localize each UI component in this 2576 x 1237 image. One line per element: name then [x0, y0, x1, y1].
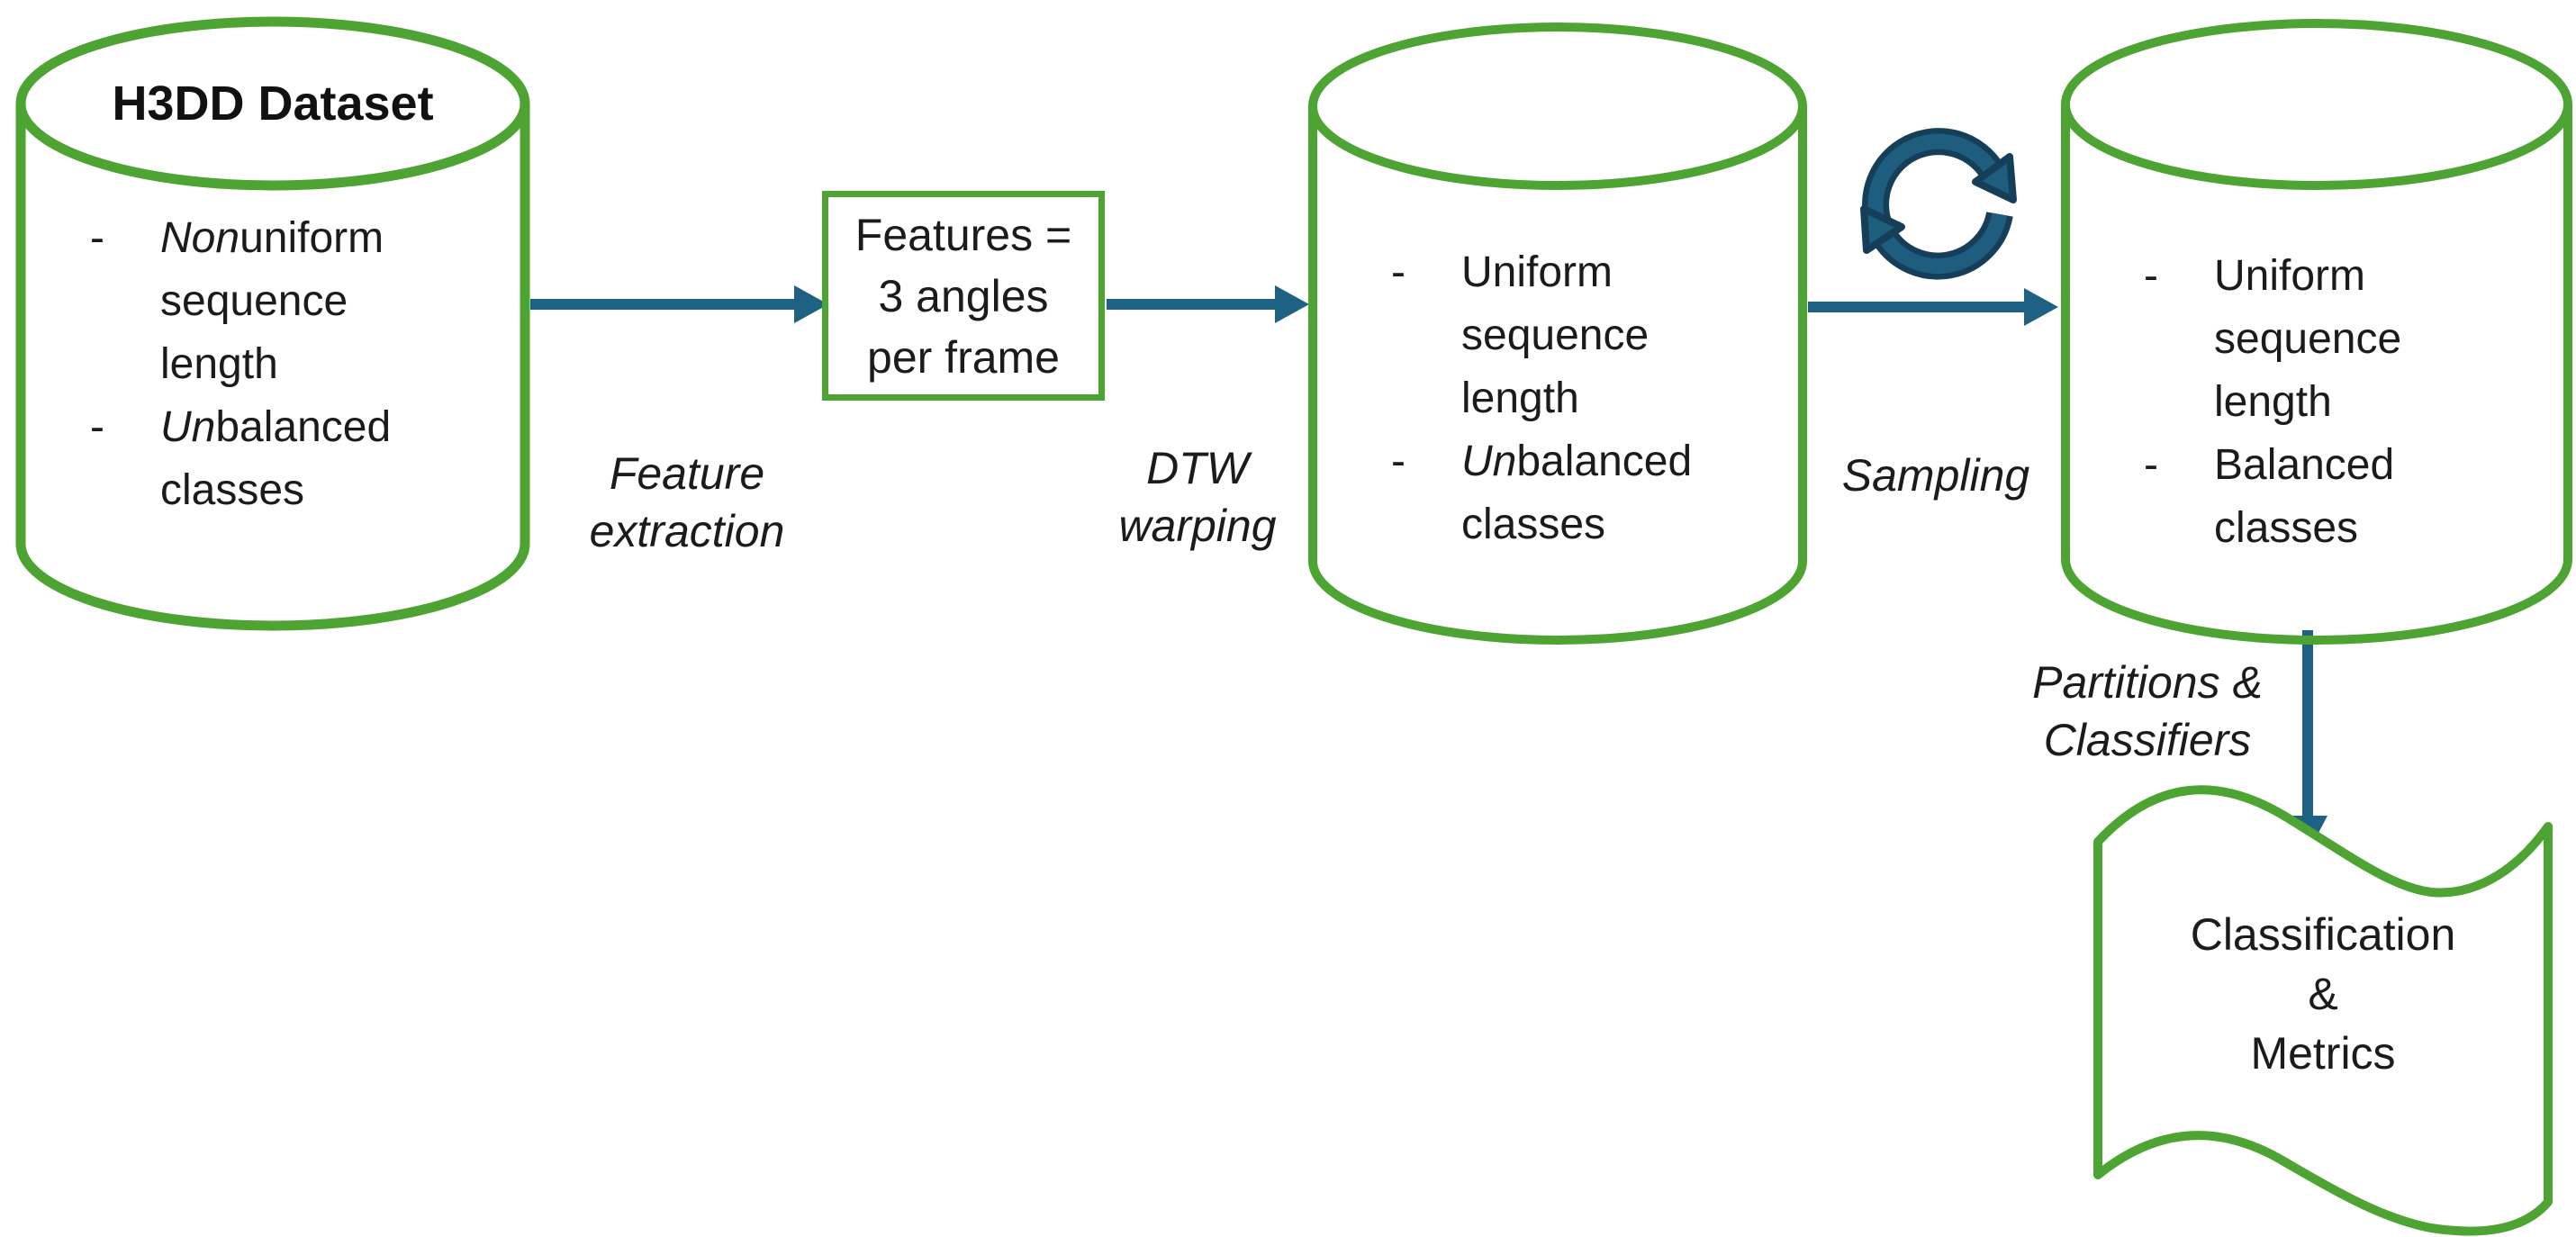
dtw-output-cylinder-shape: [1308, 23, 1807, 645]
wave-shape: [2093, 785, 2553, 1236]
bullet-text: Uniform sequence length: [2214, 252, 2402, 426]
bullet-text: Balanced classes: [2214, 441, 2395, 552]
arrow-sampling: [1808, 288, 2058, 326]
bullet-dash: -: [1391, 248, 1406, 296]
bullet-dash: -: [2144, 252, 2158, 300]
bullet-text: Unbalanced classes: [160, 403, 392, 514]
sampling-label: Sampling: [1841, 450, 2030, 501]
bullet-text: Uniform sequence length: [1461, 248, 1650, 422]
arrow-feature-extraction: [530, 285, 828, 323]
dtw-output-bullet-list: - Uniform sequence length - Unbalanced c…: [1391, 241, 1742, 556]
dataset-cylinder: H3DD Dataset - Nonuniform sequence lengt…: [14, 11, 531, 634]
classification-metrics-text: Classification & Metrics: [2190, 909, 2456, 1079]
dataset-cylinder-shape: [15, 16, 530, 631]
dataset-bullet-list: - Nonuniform sequence length - Unbalance…: [90, 207, 441, 522]
bullet-text: Unbalanced classes: [1461, 438, 1693, 548]
list-item: - Uniform sequence length: [2144, 245, 2495, 434]
bullet-dash: -: [2144, 441, 2158, 489]
feature-extraction-label: Feature extraction: [589, 448, 785, 556]
sampled-output-cylinder: - Uniform sequence length - Balanced cla…: [2060, 14, 2573, 646]
list-item: - Nonuniform sequence length: [90, 207, 441, 396]
arrow-dtw-warping: [1107, 285, 1309, 323]
partitions-classifiers-label: Partitions & Classifiers: [2032, 657, 2263, 765]
list-item: - Uniform sequence length: [1391, 241, 1742, 430]
list-item: - Balanced classes: [2144, 434, 2495, 560]
sampled-output-bullet-list: - Uniform sequence length - Balanced cla…: [2144, 245, 2495, 560]
bullet-dash: -: [90, 214, 104, 262]
list-item: - Unbalanced classes: [90, 396, 441, 522]
bullet-dash: -: [1391, 438, 1406, 485]
bullet-dash: -: [90, 403, 104, 451]
bullet-text: Nonuniform sequence length: [160, 214, 384, 388]
sampled-output-cylinder-shape: [2061, 19, 2572, 645]
sync-cycle-icon: [1860, 128, 2017, 280]
dataset-title: H3DD Dataset: [112, 77, 434, 131]
dtw-warping-label: DTW warping: [1118, 443, 1277, 551]
list-item: - Unbalanced classes: [1391, 430, 1742, 556]
features-box-text: Features = 3 angles per frame: [854, 209, 1072, 383]
features-box: Features = 3 angles per frame: [822, 191, 1105, 401]
dtw-output-cylinder: - Uniform sequence length - Unbalanced c…: [1307, 20, 1808, 646]
